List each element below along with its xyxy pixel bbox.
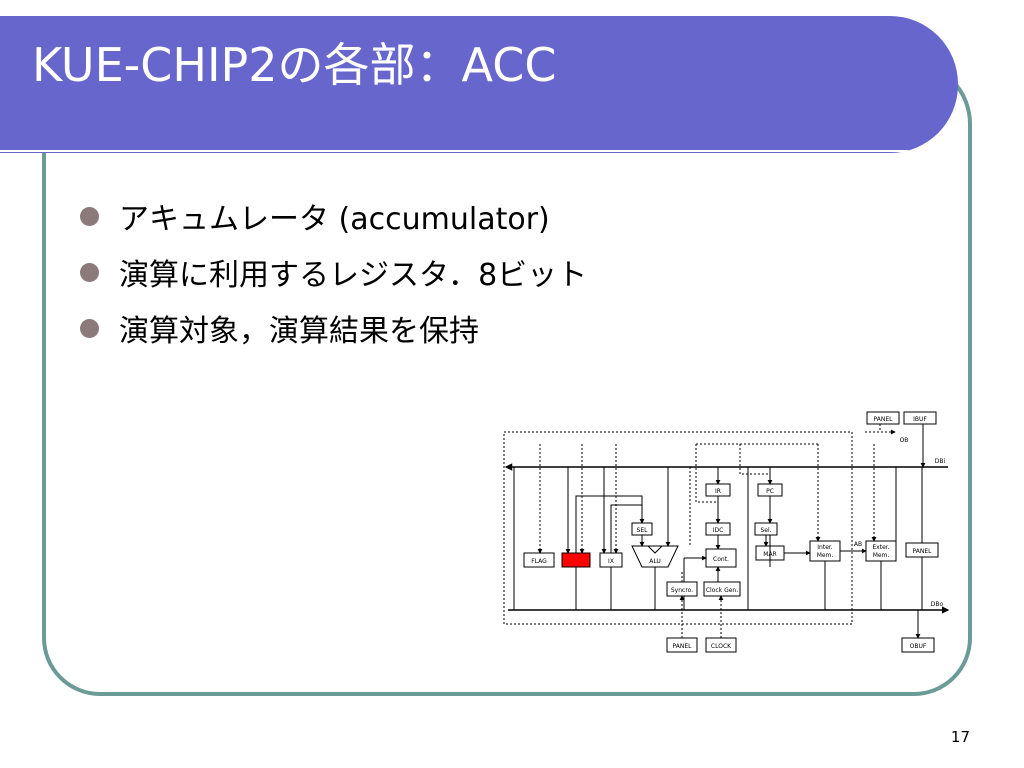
label-ir: IR: [715, 488, 721, 495]
label-alu: ALU: [649, 558, 661, 565]
bullet-text: 演算に利用するレジスタ．8ビット: [119, 258, 588, 293]
label-panel-top: PANEL: [874, 416, 894, 423]
label-sel2: Sel.: [760, 527, 771, 534]
slide-title: KUE-CHIP2の各部：ACC: [32, 38, 557, 92]
panel-top-box: [866, 411, 900, 425]
bullet-text: アキュムレータ (accumulator): [119, 202, 550, 237]
bullet-item: 演算対象，演算結果を保持: [80, 300, 587, 356]
label-inter-mem-2: Mem.: [817, 552, 834, 559]
label-ix: IX: [608, 558, 614, 565]
bullet-item: アキュムレータ (accumulator): [80, 188, 587, 244]
chip-boundary: [503, 431, 853, 625]
bullet-dot-icon: [80, 262, 99, 282]
label-syncro: Syncro.: [671, 587, 693, 594]
bullet-text: 演算対象，演算結果を保持: [119, 314, 479, 349]
bullet-dot-icon: [80, 318, 99, 338]
label-pc: PC: [766, 488, 774, 495]
label-ibuf: IBUF: [913, 416, 927, 423]
label-panel-right: PANEL: [913, 548, 933, 555]
label-ab: AB: [854, 541, 862, 548]
label-exter-mem-2: Mem.: [873, 552, 890, 559]
label-cont: Cont.: [713, 556, 729, 563]
label-sel: SEL: [637, 527, 649, 534]
label-clock: CLOCK: [711, 643, 732, 650]
label-panel-bottom: PANEL: [673, 643, 693, 650]
acc-register-highlight: [561, 552, 591, 568]
label-mar: MAR: [763, 551, 776, 558]
bullet-list: アキュムレータ (accumulator) 演算に利用するレジスタ．8ビット 演…: [80, 188, 587, 356]
label-dbi: DBi: [935, 458, 946, 465]
kue-chip2-block-diagram: PANEL IBUF OB DBi DBo AB IR PC SEL IDC S…: [503, 411, 950, 653]
label-ob: OB: [900, 437, 909, 444]
label-obuf: OBUF: [910, 643, 927, 650]
label-inter-mem-1: Inter.: [817, 544, 833, 551]
title-underline: [0, 150, 908, 152]
label-clock-gen: Clock Gen.: [706, 587, 738, 594]
bullet-dot-icon: [80, 206, 99, 226]
page-number: 17: [950, 728, 970, 746]
bullet-item: 演算に利用するレジスタ．8ビット: [80, 244, 587, 300]
label-exter-mem-1: Exter.: [872, 544, 889, 551]
ibuf-box: [903, 411, 937, 425]
label-flag: FLAG: [531, 558, 547, 565]
label-idc: IDC: [713, 527, 724, 534]
alu-shape: [631, 545, 679, 568]
label-dbo: DBo: [931, 601, 944, 608]
title-band: [0, 16, 958, 153]
